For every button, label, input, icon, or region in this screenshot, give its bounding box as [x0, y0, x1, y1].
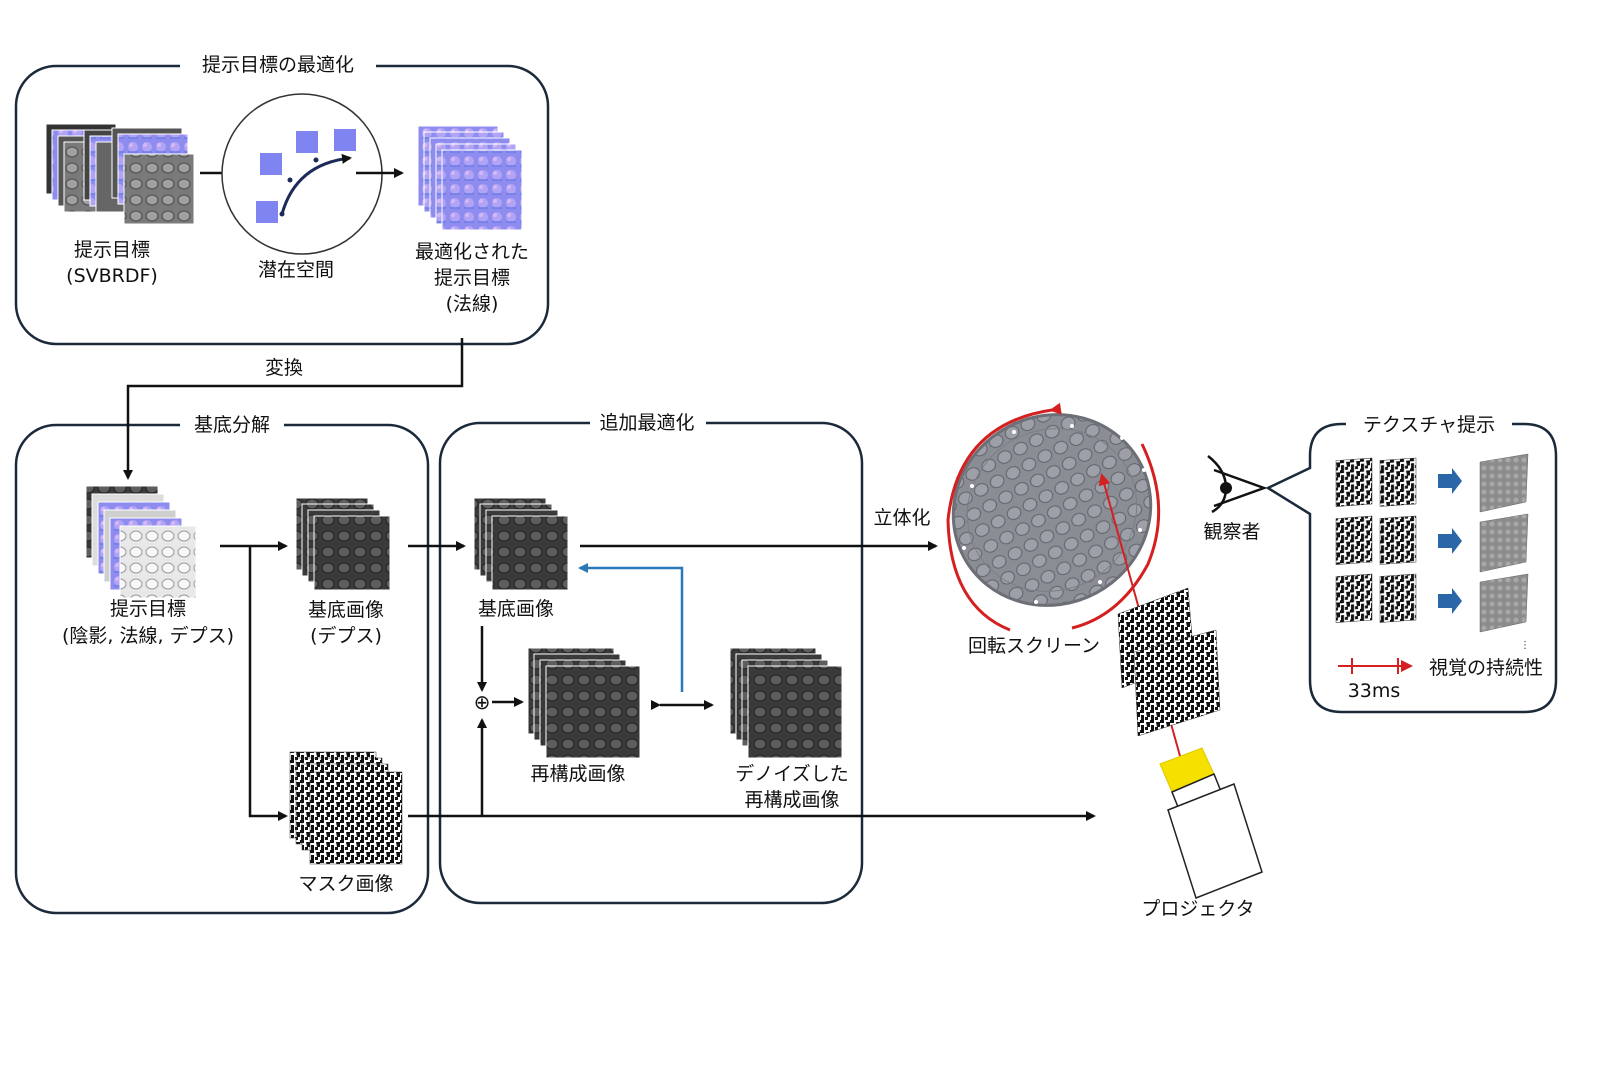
timeline [1338, 658, 1413, 674]
latent-trajectory [280, 153, 352, 215]
denoised-label-2: 再構成画像 [744, 789, 839, 811]
basis-label-1: 基底画像 [308, 599, 384, 621]
target-multichannel-stack [85, 485, 197, 599]
relief-1 [1479, 453, 1529, 513]
eye-icon [1207, 455, 1268, 514]
decomposition-title: 基底分解 [194, 414, 270, 436]
projector-label: プロジェクタ [1141, 898, 1254, 920]
svbrdf-stack [45, 123, 195, 225]
slide-arrow-3 [1438, 588, 1462, 614]
recon-stack [527, 647, 641, 759]
solidify-label: 立体化 [873, 507, 930, 529]
latent-space [221, 93, 383, 255]
optimization-title: 提示目標の最適化 [202, 54, 354, 76]
optimized-normal-stack [417, 125, 523, 231]
texture-section: テクスチャ提示 [1265, 411, 1558, 714]
projected-masks [1117, 587, 1221, 737]
target2-label-2: (陰影, 法線, デプス) [62, 625, 234, 647]
optimized-label-2: 提示目標 [434, 267, 510, 289]
ellipsis: ⋮ [1520, 640, 1530, 651]
basis-label-2: (デプス) [310, 625, 382, 647]
arrow-convert [123, 338, 464, 480]
additional-section: 追加最適化 [438, 409, 864, 905]
basis2-label: 基底画像 [478, 598, 554, 620]
arrow-to-mask [248, 546, 288, 821]
texture-bubble [1265, 422, 1558, 714]
rotating-screen [946, 402, 1161, 632]
mask-label: マスク画像 [298, 873, 393, 895]
latent-label: 潜在空間 [258, 259, 334, 281]
screen-disc [951, 413, 1153, 607]
slide-arrow-2 [1438, 528, 1462, 554]
decomposition-section: 基底分解 [14, 411, 430, 915]
mask-stack [289, 751, 403, 865]
plus-operator: ⊕ [474, 690, 491, 714]
projector [1159, 747, 1263, 899]
convert-label: 変換 [265, 357, 303, 379]
texture-grid: ⋮ [1335, 453, 1530, 651]
time-label: 33ms [1348, 680, 1401, 702]
additional-title: 追加最適化 [599, 412, 694, 434]
target-label-1: 提示目標 [74, 239, 150, 261]
recon-label: 再構成画像 [530, 763, 625, 785]
optimization-section: 提示目標の最適化 [14, 52, 550, 346]
denoised-stack [729, 647, 843, 759]
slide-arrow-1 [1438, 468, 1462, 494]
denoised-label-1: デノイズした [735, 763, 848, 785]
rotation-arrow-right [1071, 443, 1161, 630]
feedback-arrow [578, 563, 684, 692]
target2-label-1: 提示目標 [110, 598, 186, 620]
optimized-label-3: (法線) [446, 293, 499, 315]
texture-title: テクスチャ提示 [1363, 414, 1495, 436]
persistence-label: 視覚の持続性 [1429, 657, 1543, 679]
relief-2 [1479, 513, 1529, 573]
projector-body [1167, 783, 1263, 899]
target-label-2: (SVBRDF) [66, 265, 158, 287]
basis-opt-stack [473, 497, 569, 591]
observer-label: 観察者 [1203, 521, 1260, 543]
optimized-label-1: 最適化された [415, 241, 529, 263]
screen-label: 回転スクリーン [968, 635, 1100, 657]
rotation-arrow-left [946, 402, 1062, 632]
basis-depth-stack [295, 497, 391, 591]
relief-3 [1479, 573, 1529, 633]
